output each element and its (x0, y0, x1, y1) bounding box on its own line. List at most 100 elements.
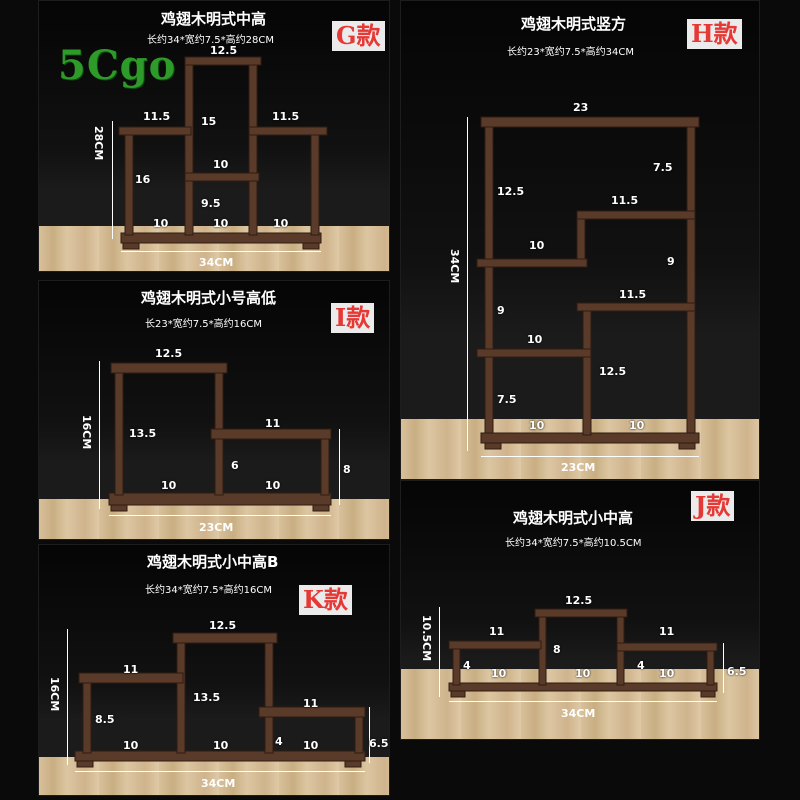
dimension-line (339, 429, 340, 505)
measure-label: 12.5 (209, 619, 237, 632)
height-dimension: 28CM (92, 126, 105, 161)
measure-label: 10 (529, 239, 545, 252)
dimension-line (67, 629, 68, 765)
panel-title: 鸡翅木明式竖方 (521, 15, 627, 33)
panel-spec: 长约23*宽约7.5*高约34CM (507, 47, 634, 58)
measure-label: 11 (489, 625, 505, 638)
width-dimension: 34CM (199, 256, 234, 269)
measure-label: 10 (303, 739, 319, 752)
model-badge: H款 (687, 19, 742, 49)
model-badge: K款 (299, 585, 352, 615)
measure-label: 4 (463, 659, 471, 672)
height-dimension: 16CM (80, 415, 93, 450)
measure-label: 11 (659, 625, 675, 638)
measure-label: 6 (231, 459, 239, 472)
model-badge: J款 (691, 491, 735, 521)
width-dimension: 34CM (561, 707, 596, 720)
measure-label: 10 (265, 479, 281, 492)
measure-label: 10 (123, 739, 139, 752)
measure-label: 9.5 (201, 197, 221, 210)
wood-floor (39, 499, 389, 539)
measure-label: 7.5 (653, 161, 673, 174)
measure-label: 16 (135, 173, 151, 186)
model-badge: G款 (332, 21, 385, 51)
measure-label: 12.5 (497, 185, 525, 198)
panel-spec: 长约34*宽约7.5*高约16CM (145, 585, 272, 596)
dimension-line (481, 456, 699, 457)
measure-label: 10 (213, 217, 229, 230)
measure-label: 11.5 (619, 288, 647, 301)
dimension-line (723, 643, 724, 693)
dimension-line (121, 251, 321, 252)
width-dimension: 23CM (561, 461, 596, 474)
measure-label: 11 (303, 697, 319, 710)
dimension-line (467, 117, 468, 451)
brand-logo: 5Cgo (58, 42, 177, 89)
measure-label: 10 (527, 333, 543, 346)
panel-h: 鸡翅木明式竖方 长约23*宽约7.5*高约34CM H款 34CM 23CM (400, 0, 760, 480)
height-dimension: 10.5CM (420, 615, 433, 662)
panel-title: 鸡翅木明式中高 (161, 10, 267, 28)
measure-label: 11.5 (143, 110, 171, 123)
measure-label: 10 (213, 739, 229, 752)
measure-label: 10 (213, 158, 229, 171)
measure-label: 8 (553, 643, 561, 656)
measure-label: 10 (153, 217, 169, 230)
width-dimension: 23CM (199, 521, 234, 534)
measure-label: 11.5 (611, 194, 639, 207)
measure-label: 10 (161, 479, 177, 492)
wood-floor (401, 419, 759, 479)
shelf-h-illustration (476, 116, 700, 450)
measure-label: 11 (265, 417, 281, 430)
measure-label: 7.5 (497, 393, 517, 406)
measure-label: 10 (575, 667, 591, 680)
measure-label: 8 (343, 463, 351, 476)
measure-label: 12.5 (599, 365, 627, 378)
dimension-line (112, 121, 113, 239)
measure-label: 6.5 (727, 665, 747, 678)
measure-label: 10 (629, 419, 645, 432)
panel-title: 鸡翅木明式小中高 (513, 509, 634, 527)
measure-label: 11.5 (272, 110, 300, 123)
panel-i: 鸡翅木明式小号高低 长23*宽约7.5*高约16CM I款 16CM 23CM … (38, 280, 390, 540)
measure-label: 23 (573, 101, 589, 114)
wood-floor (401, 669, 759, 739)
measure-label: 12.5 (565, 594, 593, 607)
panel-title: 鸡翅木明式小中高B (147, 553, 279, 571)
measure-label: 4 (275, 735, 283, 748)
measure-label: 11 (123, 663, 139, 676)
dimension-line (369, 707, 370, 763)
panel-k: 鸡翅木明式小中高B 长约34*宽约7.5*高约16CM K款 16CM 34CM… (38, 544, 390, 796)
panel-g: 鸡翅木明式中高 长约34*宽约7.5*高约28CM G款 28CM 34CM 1… (38, 0, 390, 272)
measure-label: 10 (491, 667, 507, 680)
measure-label: 10 (659, 667, 675, 680)
shelf-g-illustration (118, 56, 328, 250)
panel-j: 鸡翅木明式小中高 长约34*宽约7.5*高约10.5CM J款 10.5CM 3… (400, 480, 760, 740)
measure-label: 13.5 (193, 691, 221, 704)
shelf-i-illustration (108, 362, 332, 512)
dimension-line (99, 361, 100, 509)
width-dimension: 34CM (201, 777, 236, 790)
dimension-line (109, 515, 331, 516)
panel-spec: 长23*宽约7.5*高约16CM (145, 319, 262, 330)
panel-spec: 长约34*宽约7.5*高约10.5CM (505, 538, 642, 549)
wood-floor (39, 757, 389, 795)
height-dimension: 16CM (48, 677, 61, 712)
measure-label: 9 (497, 304, 505, 317)
panel-title: 鸡翅木明式小号高低 (141, 289, 277, 307)
dimension-line (439, 607, 440, 697)
dimension-line (75, 771, 365, 772)
measure-label: 10 (273, 217, 289, 230)
model-badge: I款 (331, 303, 375, 333)
panel-spec: 长约34*宽约7.5*高约28CM (147, 35, 274, 46)
measure-label: 4 (637, 659, 645, 672)
shelf-j-illustration (448, 608, 718, 698)
measure-label: 15 (201, 115, 217, 128)
measure-label: 8.5 (95, 713, 115, 726)
measure-label: 9 (667, 255, 675, 268)
measure-label: 6.5 (369, 737, 389, 750)
dimension-line (449, 701, 717, 702)
height-dimension: 34CM (448, 249, 461, 284)
measure-label: 12.5 (155, 347, 183, 360)
